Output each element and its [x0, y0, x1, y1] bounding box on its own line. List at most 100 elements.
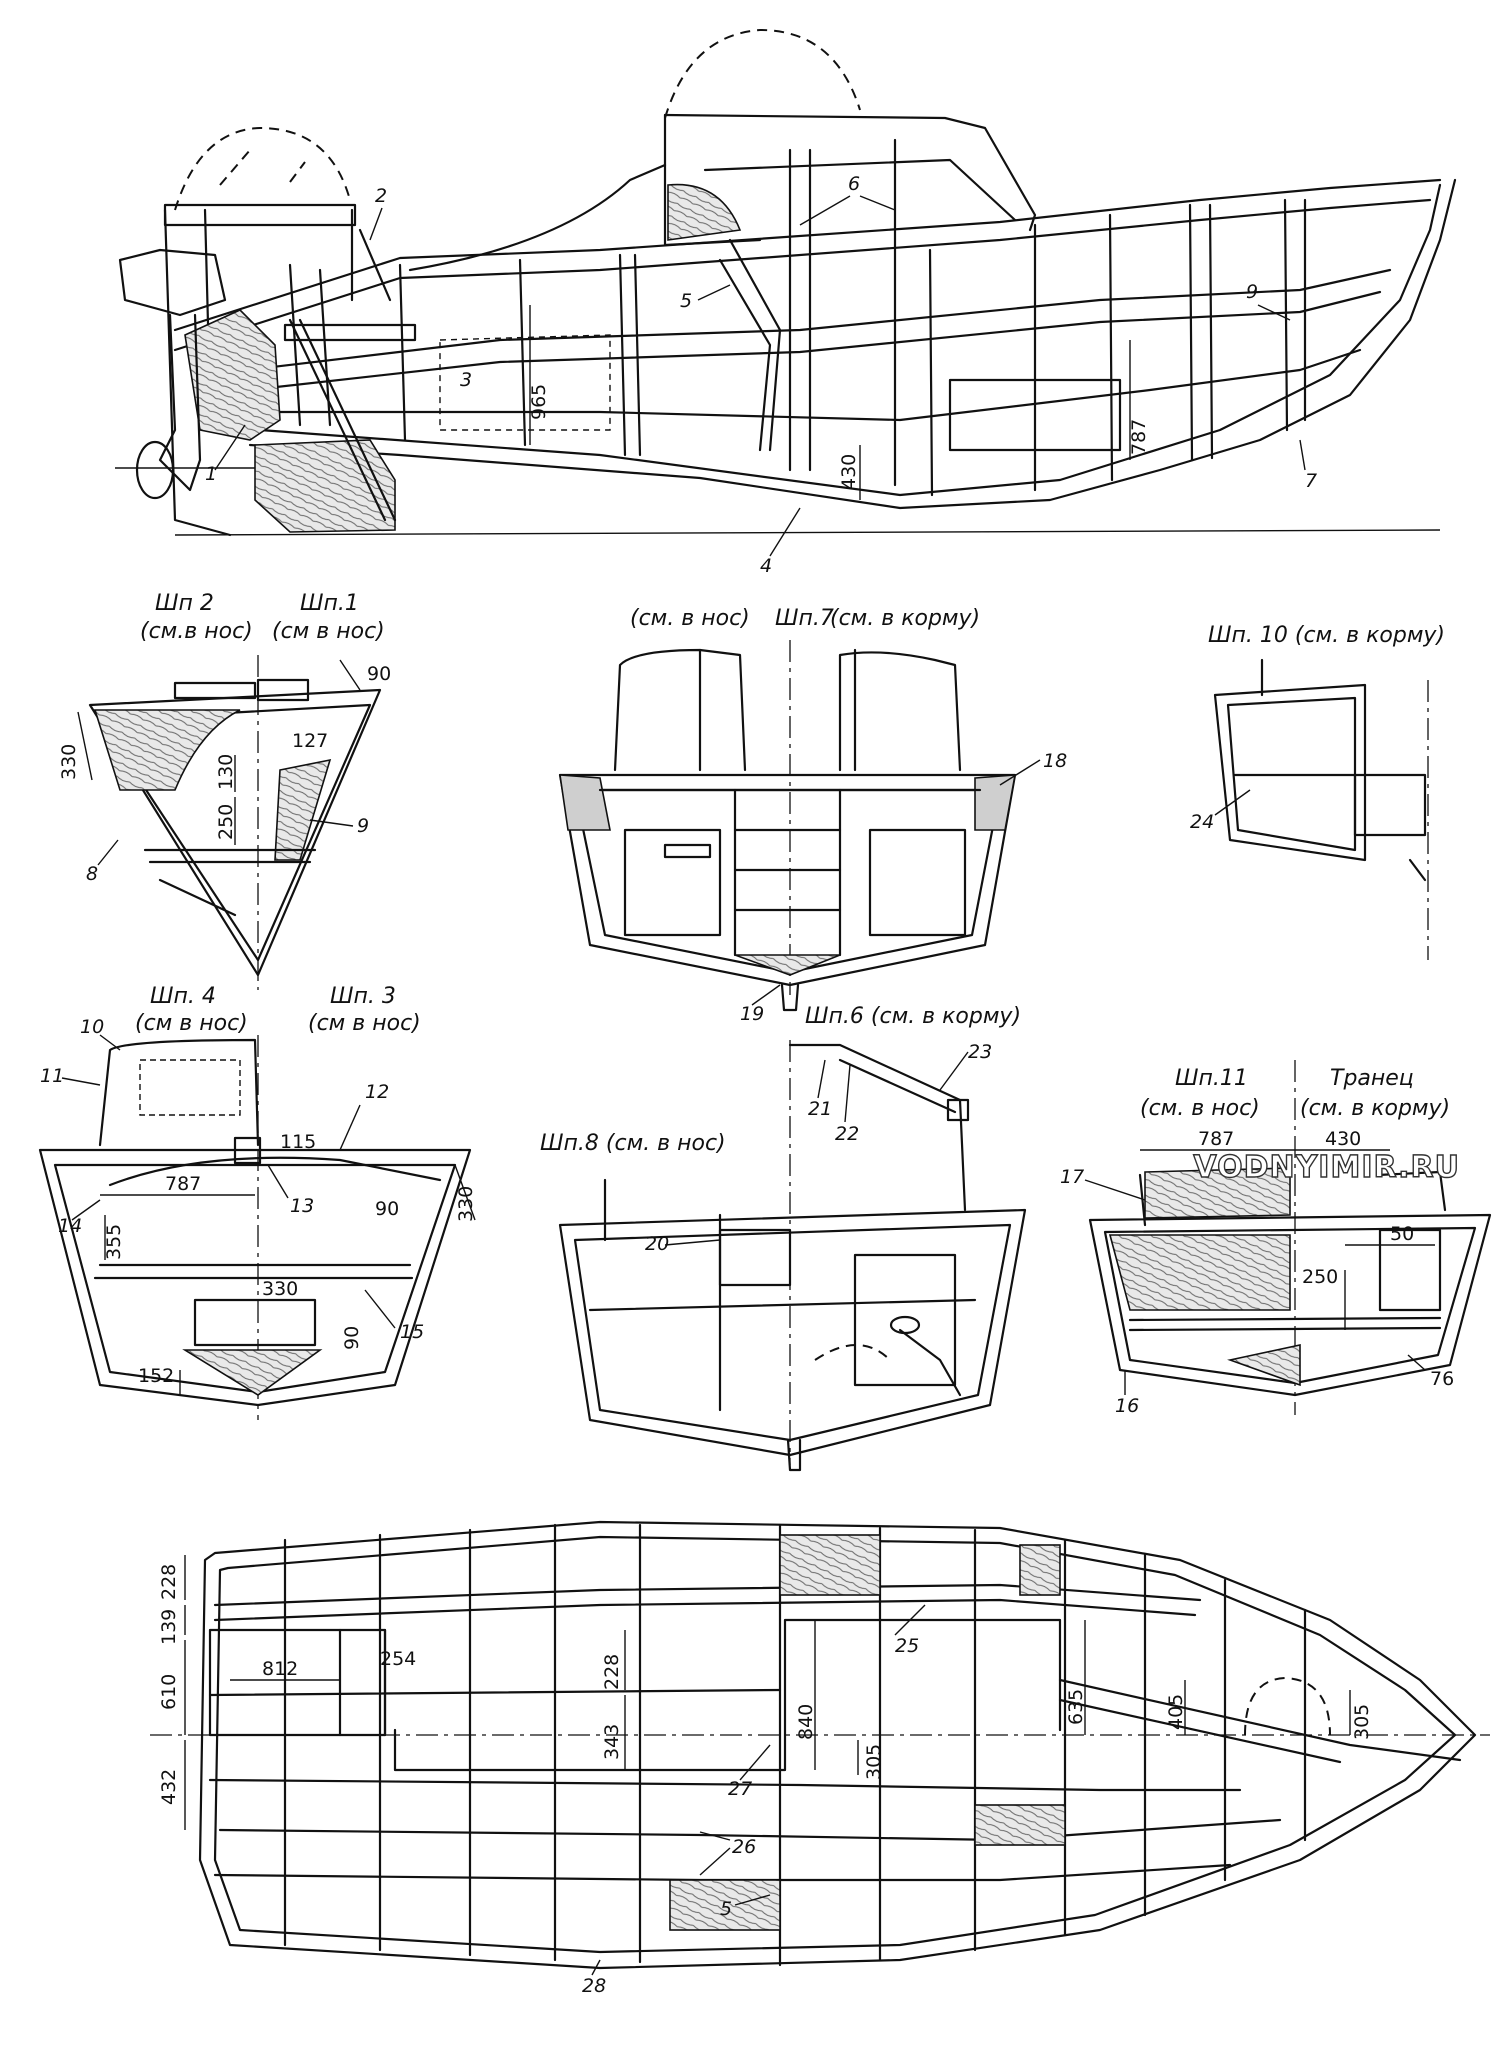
plan-dim-305a: 305	[863, 1744, 885, 1780]
sec4-callout-14: 14	[58, 1215, 82, 1237]
plan-view: 228 139 610 432 812 254 228 343 840 635 …	[150, 1520, 1490, 1997]
sec7-title-left: (см. в нос)	[630, 606, 750, 631]
sec8-callout-20: 20	[645, 1233, 669, 1255]
sec11-callout-16: 16	[1115, 1395, 1139, 1417]
outboard-motor-head	[118, 248, 227, 317]
sec4-callout-12: 12	[365, 1081, 389, 1103]
callout-7: 7	[1305, 470, 1317, 492]
sec4-title-right-2: (см в нос)	[308, 1011, 421, 1036]
sec8-title-right: Шп.6 (см. в корму)	[805, 1004, 1021, 1029]
sec1-title-right-2: (см в нос)	[272, 619, 385, 644]
plan-dim-840: 840	[795, 1704, 817, 1740]
sec7-title-right: (см. в корму)	[830, 606, 980, 631]
callout-4: 4	[760, 555, 772, 577]
sec4-callout-13: 13	[290, 1195, 314, 1217]
callout-5: 5	[680, 290, 692, 312]
plan-dim-812: 812	[262, 1658, 298, 1680]
side-view: 1 2 3 4 5 6 7 9 965 787 430	[115, 28, 1457, 577]
sec4-callout-10: 10	[80, 1016, 104, 1038]
sec4-dim-787: 787	[165, 1173, 201, 1195]
sec11-dim-430: 430	[1325, 1128, 1361, 1150]
plan-dim-228a: 228	[158, 1564, 180, 1600]
sec1-callout-8: 8	[86, 863, 98, 885]
plan-dim-139: 139	[158, 1609, 180, 1645]
sec7-callout-19: 19	[740, 1003, 764, 1025]
sec11-dim-250: 250	[1302, 1266, 1338, 1288]
plan-callout-5: 5	[720, 1898, 732, 1920]
sec4-title-right-1: Шп. 3	[330, 984, 396, 1009]
sec8-callout-23: 23	[968, 1041, 992, 1063]
dim-965: 965	[528, 384, 550, 420]
sec11-dim-50: 50	[1390, 1223, 1414, 1245]
plan-dim-635: 635	[1065, 1689, 1087, 1725]
plan-dim-405: 405	[1165, 1694, 1187, 1730]
plan-callout-26: 26	[732, 1836, 756, 1858]
watermark: VODNYIMIR.RU	[1193, 1149, 1460, 1185]
sec7-gunwale-right	[974, 774, 1016, 831]
callout-9: 9	[1246, 281, 1258, 303]
sec1-dim-127: 127	[292, 730, 328, 752]
plan-panel-a	[779, 1534, 881, 1596]
sec4-dim-90b: 90	[341, 1326, 363, 1350]
plan-callout-25: 25	[895, 1635, 919, 1657]
sec8-callout-22: 22	[835, 1123, 859, 1145]
sec7-title-center: Шп.7	[775, 606, 834, 631]
sec8-callout-21: 21	[808, 1098, 832, 1120]
sec4-dim-90: 90	[375, 1198, 399, 1220]
sec10-title: Шп. 10 (см. в корму)	[1208, 623, 1445, 648]
sec1-title-left-1: Шп 2	[155, 591, 214, 616]
skeg	[254, 439, 396, 533]
sec11-title-right-1: Транец	[1330, 1066, 1414, 1091]
sec11-title-left-1: Шп.11	[1175, 1066, 1248, 1091]
section-frames-3-4: Шп. 4 (см в нос) Шп. 3 (см в нос) 115 78…	[38, 984, 477, 1420]
sec1-knee-right	[274, 758, 332, 861]
plan-panel-b	[669, 1879, 781, 1931]
sec4-callout-15: 15	[400, 1321, 424, 1343]
sec4-dim-355: 355	[103, 1224, 125, 1260]
sec1-title-left-2: (см.в нос)	[140, 619, 253, 644]
sec11-callout-17: 17	[1060, 1166, 1084, 1188]
sec1-dim-130: 130	[215, 754, 237, 790]
sec8-title-left: Шп.8 (см. в нос)	[540, 1131, 726, 1156]
callout-3: 3	[460, 369, 472, 391]
sec1-dim-90: 90	[367, 663, 391, 685]
section-frame-10: Шп. 10 (см. в корму) 24	[1190, 623, 1445, 960]
section-frames-6-8: Шп.8 (см. в нос) Шп.6 (см. в корму) 20 2…	[540, 1004, 1027, 1472]
callout-2: 2	[375, 185, 387, 207]
section-frames-1-2: Шп 2 (см.в нос) Шп.1 (см в нос) 330 90 1…	[58, 591, 391, 990]
sec4-dim-115: 115	[280, 1131, 316, 1153]
callout-6: 6	[848, 173, 860, 195]
sec4-dim-330: 330	[455, 1186, 477, 1222]
plan-callout-27: 27	[728, 1778, 752, 1800]
sec11-panel	[1108, 1234, 1291, 1311]
callout-1: 1	[205, 463, 217, 485]
dim-430: 430	[838, 454, 860, 490]
sec4-callout-11: 11	[40, 1065, 64, 1087]
cabin-knee	[667, 183, 742, 241]
sec4-dim-152: 152	[138, 1365, 174, 1387]
plan-dim-254: 254	[380, 1648, 416, 1670]
plan-dim-228b: 228	[601, 1654, 623, 1690]
plan-panel-c	[974, 1804, 1066, 1846]
section-frame-11-transom: Шп.11 (см. в нос) Транец (см. в корму) 7…	[1060, 1060, 1492, 1417]
sec7-keel	[734, 954, 841, 976]
sec1-dim-250: 250	[215, 804, 237, 840]
sec1-title-right-1: Шп.1	[300, 591, 359, 616]
plan-callout-28: 28	[582, 1975, 606, 1997]
sec10-callout-24: 24	[1190, 811, 1214, 833]
sec11-title-left-2: (см. в нос)	[1140, 1096, 1260, 1121]
sec4-title-left-1: Шп. 4	[150, 984, 216, 1009]
plan-panel-d	[1019, 1544, 1061, 1596]
plan-dim-432: 432	[158, 1769, 180, 1805]
sec11-dim-76: 76	[1430, 1368, 1454, 1390]
sec4-dim-330b: 330	[262, 1278, 298, 1300]
sec11-top-plank	[1144, 1167, 1291, 1219]
sec7-gunwale-left	[559, 774, 611, 831]
sec4-keel	[182, 1349, 323, 1396]
sec11-keel	[1227, 1344, 1301, 1387]
sec1-callout-9: 9	[357, 815, 369, 837]
sec11-dim-787: 787	[1198, 1128, 1234, 1150]
sec1-knee-left	[93, 709, 241, 791]
